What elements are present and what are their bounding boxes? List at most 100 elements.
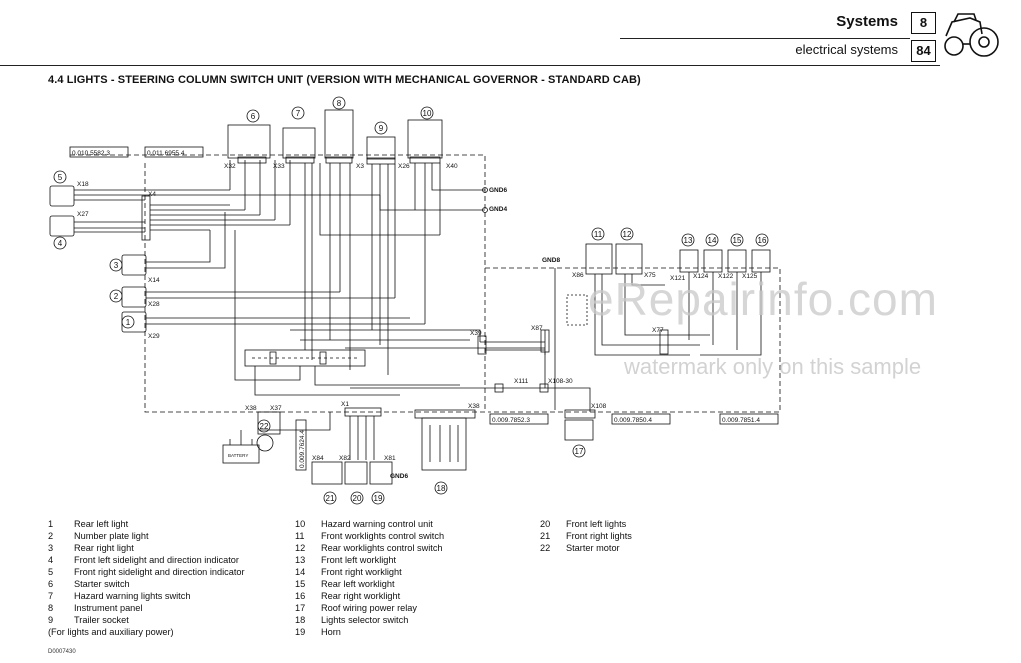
watermark-site: eRepairinfo.com (588, 273, 938, 325)
svg-text:22: 22 (260, 422, 269, 431)
svg-text:X3: X3 (356, 163, 364, 170)
svg-text:X86: X86 (572, 272, 584, 279)
header-divider (0, 65, 940, 66)
svg-text:GND4: GND4 (489, 206, 507, 213)
svg-text:X27: X27 (77, 211, 89, 218)
svg-text:11: 11 (594, 230, 603, 239)
svg-text:9: 9 (379, 124, 384, 133)
wiring-diagram: 0.010.5582.3 0.011.6955.4 0.009.7852.3 0… (49, 96, 781, 505)
svg-text:X28: X28 (148, 301, 160, 308)
svg-text:0.011.6955.4: 0.011.6955.4 (147, 150, 185, 157)
svg-text:X108: X108 (591, 403, 607, 410)
svg-text:0.009.7851.4: 0.009.7851.4 (722, 417, 760, 424)
section-number-box: 8 (911, 12, 936, 34)
svg-text:X81: X81 (384, 455, 396, 462)
header-divider-top (620, 38, 910, 39)
svg-text:X75: X75 (644, 272, 656, 279)
svg-text:7: 7 (296, 109, 301, 118)
svg-text:X84: X84 (312, 455, 324, 462)
svg-text:X29: X29 (148, 333, 160, 340)
svg-text:X38: X38 (245, 405, 257, 412)
legend-item-note: (For lights and auxiliary power) (48, 627, 174, 637)
svg-text:3: 3 (114, 261, 119, 270)
svg-text:12: 12 (623, 230, 632, 239)
svg-text:X125: X125 (742, 273, 758, 280)
svg-text:X4: X4 (148, 191, 156, 198)
svg-text:X124: X124 (693, 273, 709, 280)
svg-text:X121: X121 (670, 275, 686, 282)
svg-text:X122: X122 (718, 273, 734, 280)
svg-text:4: 4 (58, 239, 63, 248)
svg-text:X39: X39 (470, 330, 482, 337)
page-number-box: 84 (911, 40, 936, 62)
svg-text:X77: X77 (652, 327, 664, 334)
svg-text:X37: X37 (270, 405, 282, 412)
svg-text:10: 10 (423, 109, 432, 118)
svg-text:X33: X33 (273, 163, 285, 170)
svg-text:15: 15 (733, 236, 742, 245)
svg-text:21: 21 (326, 494, 335, 503)
svg-text:X111: X111 (514, 378, 529, 385)
svg-text:X108-30: X108-30 (548, 378, 573, 385)
svg-text:X18: X18 (77, 181, 89, 188)
svg-text:X38: X38 (468, 403, 480, 410)
svg-text:0.010.5582.3: 0.010.5582.3 (72, 150, 110, 157)
svg-text:X1: X1 (341, 401, 349, 408)
svg-text:X40: X40 (446, 163, 458, 170)
svg-text:0.009.7850.4: 0.009.7850.4 (614, 417, 652, 424)
svg-text:X26: X26 (398, 163, 410, 170)
watermark-note: watermark only on this sample (624, 354, 922, 379)
svg-text:20: 20 (353, 494, 362, 503)
svg-text:18: 18 (437, 484, 446, 493)
svg-text:X82: X82 (339, 455, 351, 462)
svg-text:2: 2 (114, 292, 119, 301)
svg-text:6: 6 (251, 112, 256, 121)
svg-text:X32: X32 (224, 163, 236, 170)
svg-text:1: 1 (126, 318, 131, 327)
svg-text:13: 13 (684, 236, 693, 245)
svg-text:8: 8 (337, 99, 342, 108)
svg-text:17: 17 (575, 447, 584, 456)
svg-text:X87: X87 (531, 325, 543, 332)
section-title: 4.4 LIGHTS - STEERING COLUMN SWITCH UNIT… (48, 74, 641, 86)
svg-text:X14: X14 (148, 277, 160, 284)
svg-text:0.009.7624.4: 0.009.7624.4 (299, 430, 306, 468)
svg-text:BATTERY: BATTERY (228, 453, 248, 458)
tractor-icon (944, 13, 999, 57)
svg-text:GND6: GND6 (489, 187, 507, 194)
svg-text:16: 16 (758, 236, 767, 245)
svg-text:19: 19 (374, 494, 383, 503)
document-code: D0007430 (48, 649, 76, 655)
svg-text:GND8: GND8 (542, 257, 560, 264)
svg-text:GND6: GND6 (390, 473, 408, 480)
svg-text:14: 14 (708, 236, 717, 245)
header-subtitle: electrical systems (795, 42, 898, 57)
svg-text:0.009.7852.3: 0.009.7852.3 (492, 417, 530, 424)
svg-text:5: 5 (58, 173, 63, 182)
header-title: Systems (836, 13, 898, 30)
